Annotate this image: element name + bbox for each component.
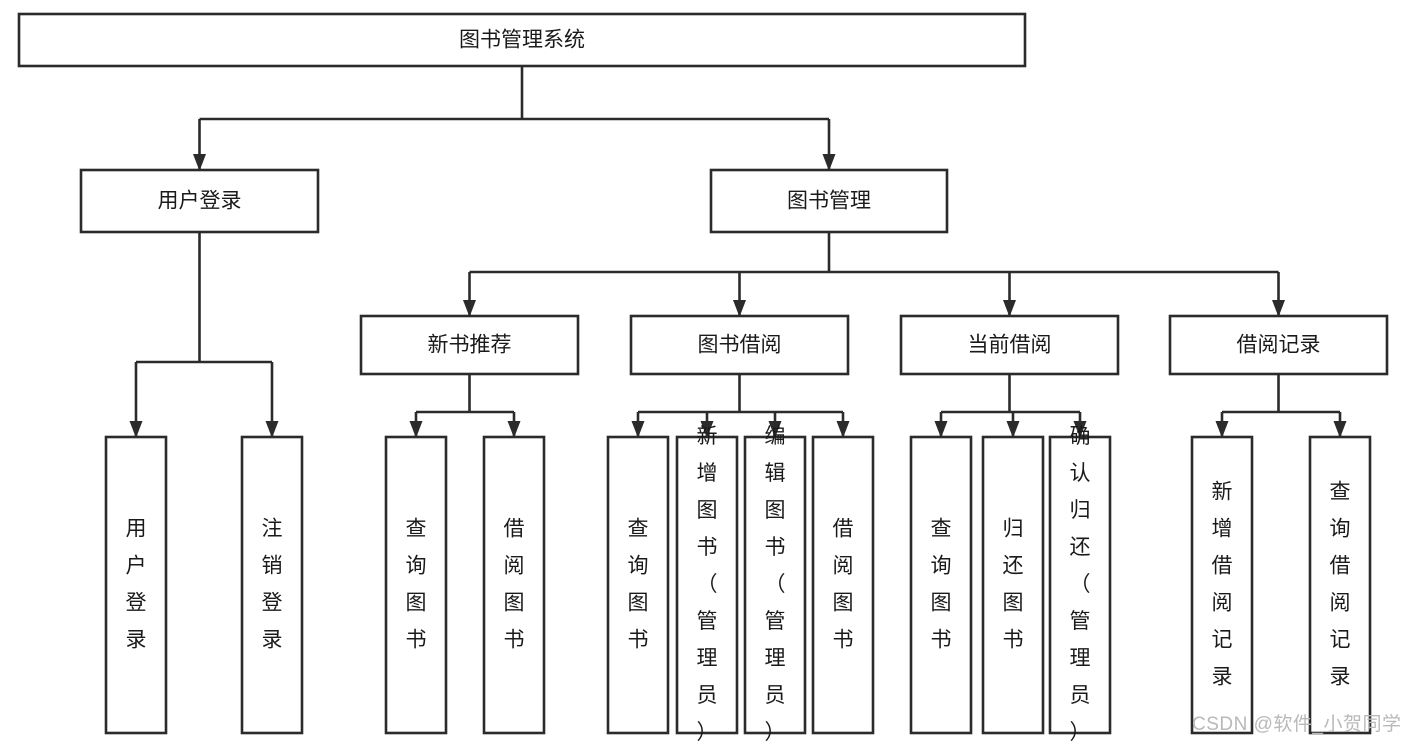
node-leaf-user-login[interactable]: 用户登录 bbox=[104, 435, 168, 735]
node-leaf-confirm-return-admin[interactable]: 确认归还（管理员） bbox=[1048, 425, 1112, 744]
node-leaf-borrow-book[interactable]: 借阅图书 bbox=[811, 435, 875, 735]
node-label-current-borrow: 当前借阅 bbox=[968, 334, 1052, 357]
node-box-leaf-return-book[interactable] bbox=[981, 435, 1045, 735]
node-box-leaf-query-borrow-record[interactable] bbox=[1308, 435, 1372, 735]
arrow-head-icon bbox=[631, 421, 645, 438]
node-label-leaf-user-login: 用户登录 bbox=[126, 518, 147, 652]
node-label-leaf-edit-book-admin: 编辑图书（管理员） bbox=[765, 425, 786, 744]
node-box-user-login[interactable] bbox=[79, 168, 320, 234]
node-current-borrow[interactable]: 当前借阅 bbox=[899, 314, 1120, 376]
node-box-leaf-rec-query-book[interactable] bbox=[384, 435, 448, 735]
node-label-user-login: 用户登录 bbox=[158, 190, 242, 213]
node-box-leaf-add-book-admin[interactable] bbox=[675, 435, 739, 735]
node-label-leaf-add-book-admin: 新增图书（管理员） bbox=[697, 425, 718, 744]
node-label-leaf-cur-query-book: 查询图书 bbox=[931, 518, 952, 652]
node-label-leaf-rec-query-book: 查询图书 bbox=[406, 518, 427, 652]
node-label-leaf-borrow-query-book: 查询图书 bbox=[628, 518, 649, 652]
node-label-leaf-query-borrow-record: 查询借阅记录 bbox=[1330, 481, 1351, 689]
node-leaf-query-borrow-record[interactable]: 查询借阅记录 bbox=[1308, 435, 1372, 735]
arrow-head-icon bbox=[129, 421, 143, 438]
node-box-leaf-user-login[interactable] bbox=[104, 435, 168, 735]
node-box-leaf-edit-book-admin[interactable] bbox=[743, 435, 807, 735]
node-new-book-rec[interactable]: 新书推荐 bbox=[359, 314, 580, 376]
node-root[interactable]: 图书管理系统 bbox=[17, 12, 1027, 68]
node-book-manage[interactable]: 图书管理 bbox=[709, 168, 949, 234]
node-label-new-book-rec: 新书推荐 bbox=[428, 334, 512, 357]
node-box-leaf-confirm-return-admin[interactable] bbox=[1048, 435, 1112, 735]
node-label-root: 图书管理系统 bbox=[459, 29, 585, 52]
arrow-head-icon bbox=[934, 421, 948, 438]
node-box-leaf-borrow-query-book[interactable] bbox=[606, 435, 670, 735]
node-label-borrow-record: 借阅记录 bbox=[1237, 334, 1321, 357]
node-box-current-borrow[interactable] bbox=[899, 314, 1120, 376]
node-leaf-borrow-query-book[interactable]: 查询图书 bbox=[606, 435, 670, 735]
arrow-head-icon bbox=[1073, 421, 1087, 438]
node-box-leaf-add-borrow-record[interactable] bbox=[1190, 435, 1254, 735]
node-label-leaf-confirm-return-admin: 确认归还（管理员） bbox=[1070, 425, 1091, 744]
arrow-head-icon bbox=[193, 154, 206, 171]
node-box-new-book-rec[interactable] bbox=[359, 314, 580, 376]
node-leaf-add-book-admin[interactable]: 新增图书（管理员） bbox=[675, 425, 739, 744]
arrow-head-icon bbox=[822, 154, 836, 171]
node-box-leaf-rec-borrow-book[interactable] bbox=[482, 435, 546, 735]
node-box-root[interactable] bbox=[17, 12, 1027, 68]
node-label-leaf-logout: 注销登录 bbox=[262, 518, 283, 652]
node-book-borrow[interactable]: 图书借阅 bbox=[629, 314, 850, 376]
arrow-head-icon bbox=[1272, 300, 1285, 317]
arrow-head-icon bbox=[768, 421, 782, 438]
node-box-leaf-cur-query-book[interactable] bbox=[909, 435, 973, 735]
arrow-head-icon bbox=[409, 421, 423, 438]
node-leaf-edit-book-admin[interactable]: 编辑图书（管理员） bbox=[743, 425, 807, 744]
node-box-leaf-logout[interactable] bbox=[240, 435, 304, 735]
node-borrow-record[interactable]: 借阅记录 bbox=[1168, 314, 1389, 376]
arrow-head-icon bbox=[836, 421, 850, 438]
node-boxes: 图书管理系统用户登录图书管理新书推荐图书借阅当前借阅借阅记录用户登录注销登录查询… bbox=[17, 12, 1389, 744]
arrow-head-icon bbox=[1006, 421, 1020, 438]
node-label-leaf-add-borrow-record: 新增借阅记录 bbox=[1212, 481, 1233, 689]
csdn-watermark: CSDN @软件_小贺同学 bbox=[1192, 713, 1401, 735]
node-label-leaf-return-book: 归还图书 bbox=[1003, 518, 1024, 652]
node-label-book-manage: 图书管理 bbox=[787, 190, 871, 213]
arrow-head-icon bbox=[733, 300, 746, 317]
node-leaf-return-book[interactable]: 归还图书 bbox=[981, 435, 1045, 735]
connector-edges bbox=[129, 66, 1347, 438]
node-box-leaf-borrow-book[interactable] bbox=[811, 435, 875, 735]
arrow-head-icon bbox=[1003, 300, 1016, 317]
arrow-head-icon bbox=[700, 421, 714, 438]
node-box-borrow-record[interactable] bbox=[1168, 314, 1389, 376]
node-box-book-borrow[interactable] bbox=[629, 314, 850, 376]
node-leaf-add-borrow-record[interactable]: 新增借阅记录 bbox=[1190, 435, 1254, 735]
node-leaf-cur-query-book[interactable]: 查询图书 bbox=[909, 435, 973, 735]
arrow-head-icon bbox=[265, 421, 279, 438]
arrow-head-icon bbox=[1215, 421, 1229, 438]
arrow-head-icon bbox=[507, 421, 521, 438]
arrow-head-icon bbox=[1333, 421, 1347, 438]
node-label-book-borrow: 图书借阅 bbox=[698, 334, 782, 357]
node-leaf-rec-borrow-book[interactable]: 借阅图书 bbox=[482, 435, 546, 735]
arrow-head-icon bbox=[463, 300, 476, 317]
node-leaf-rec-query-book[interactable]: 查询图书 bbox=[384, 435, 448, 735]
node-box-book-manage[interactable] bbox=[709, 168, 949, 234]
node-label-leaf-rec-borrow-book: 借阅图书 bbox=[504, 518, 525, 652]
node-label-leaf-borrow-book: 借阅图书 bbox=[833, 518, 854, 652]
node-user-login[interactable]: 用户登录 bbox=[79, 168, 320, 234]
node-leaf-logout[interactable]: 注销登录 bbox=[240, 435, 304, 735]
